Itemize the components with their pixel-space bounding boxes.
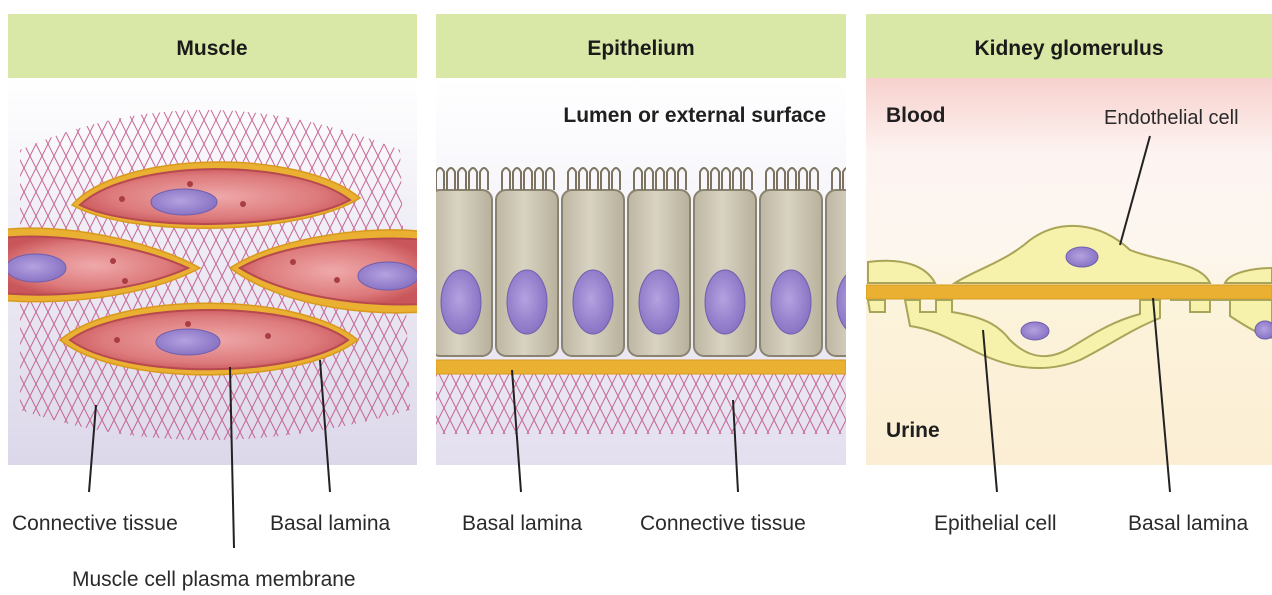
lumen-label: Lumen or external surface — [563, 104, 826, 127]
glomerulus-panel: Kidney glomerulus Blood Endothelial cell… — [866, 14, 1272, 535]
nucleus — [6, 254, 66, 282]
epithelial-nucleus — [1255, 321, 1272, 339]
epithelial-nucleus — [1021, 322, 1049, 340]
epithelial-cells — [430, 190, 888, 356]
epithelial-nucleus — [771, 270, 811, 334]
epithelial-nucleus — [705, 270, 745, 334]
epithelial-nucleus — [441, 270, 481, 334]
endothelial-cell-label: Endothelial cell — [1104, 107, 1239, 129]
glomerulus-basal-lamina — [866, 285, 1272, 299]
epithelial-cell-label: Epithelial cell — [934, 512, 1057, 535]
endothelial-nucleus — [1066, 247, 1098, 267]
epithelium-connective-fibers — [436, 374, 846, 434]
nucleus — [156, 329, 220, 355]
muscle-title: Muscle — [176, 37, 247, 60]
muscle-illustration — [0, 110, 425, 440]
epithelial-nucleus — [639, 270, 679, 334]
epithelium-panel: Epithelium Lumen or external surface Bas… — [430, 14, 888, 535]
glomerulus-basal-lamina-label: Basal lamina — [1128, 512, 1249, 535]
nucleus — [358, 262, 418, 290]
muscle-plasma-membrane-label: Muscle cell plasma membrane — [72, 568, 356, 591]
epithelium-title: Epithelium — [587, 37, 694, 60]
glomerulus-title: Kidney glomerulus — [974, 37, 1163, 60]
blood-label: Blood — [886, 104, 945, 127]
epithelial-nucleus — [573, 270, 613, 334]
epithelium-basal-lamina — [436, 360, 846, 374]
glomerular-epithelial-cell — [868, 300, 885, 312]
epithelium-basal-lamina-label: Basal lamina — [462, 512, 583, 535]
muscle-panel: Muscle — [0, 14, 425, 591]
epithelium-connective-tissue-label: Connective tissue — [640, 512, 806, 535]
epithelial-nucleus — [507, 270, 547, 334]
nucleus — [151, 189, 217, 215]
muscle-basal-lamina-label: Basal lamina — [270, 512, 391, 535]
epithelium-illustration — [430, 168, 888, 434]
urine-label: Urine — [886, 419, 940, 442]
muscle-connective-tissue-label: Connective tissue — [12, 512, 178, 535]
